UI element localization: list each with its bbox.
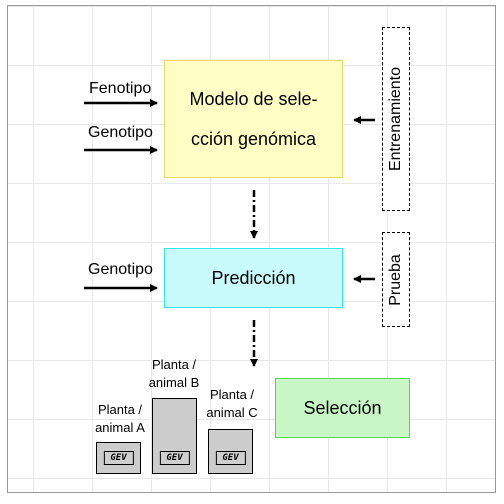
candidate-b-bar: GEV <box>152 398 197 474</box>
model-title-line2: cción genómica <box>190 129 317 149</box>
candidate-c-gev-tag: GEV <box>215 451 246 465</box>
genotipo-label-top: Genotipo <box>88 124 153 141</box>
model-title-line1: Modelo de sele- <box>189 89 318 109</box>
candidate-b-gev-tag: GEV <box>159 451 190 465</box>
fenotipo-label: Fenotipo <box>89 80 152 97</box>
entrenamiento-label: Entrenamiento <box>387 66 404 172</box>
prueba-box: Prueba <box>382 232 410 327</box>
candidate-b-caption: Planta / animal B <box>148 357 200 390</box>
selection-box: Selección <box>275 378 410 438</box>
selection-label: Selección <box>303 397 382 418</box>
prediction-label: Predicción <box>211 267 296 288</box>
prueba-label: Prueba <box>387 253 404 306</box>
candidate-a-gev-tag: GEV <box>103 451 134 465</box>
candidate-c-caption: Planta / animal C <box>206 387 258 420</box>
genotipo-label-mid: Genotipo <box>88 261 153 278</box>
entrenamiento-box: Entrenamiento <box>382 27 410 211</box>
candidate-c-bar: GEV <box>208 429 253 474</box>
prediction-box: Predicción <box>164 248 343 308</box>
genomic-selection-model-box: Modelo de sele- cción genómica <box>164 60 343 178</box>
candidate-a-caption: Planta / animal A <box>95 402 145 435</box>
candidate-a-bar: GEV <box>96 442 141 474</box>
